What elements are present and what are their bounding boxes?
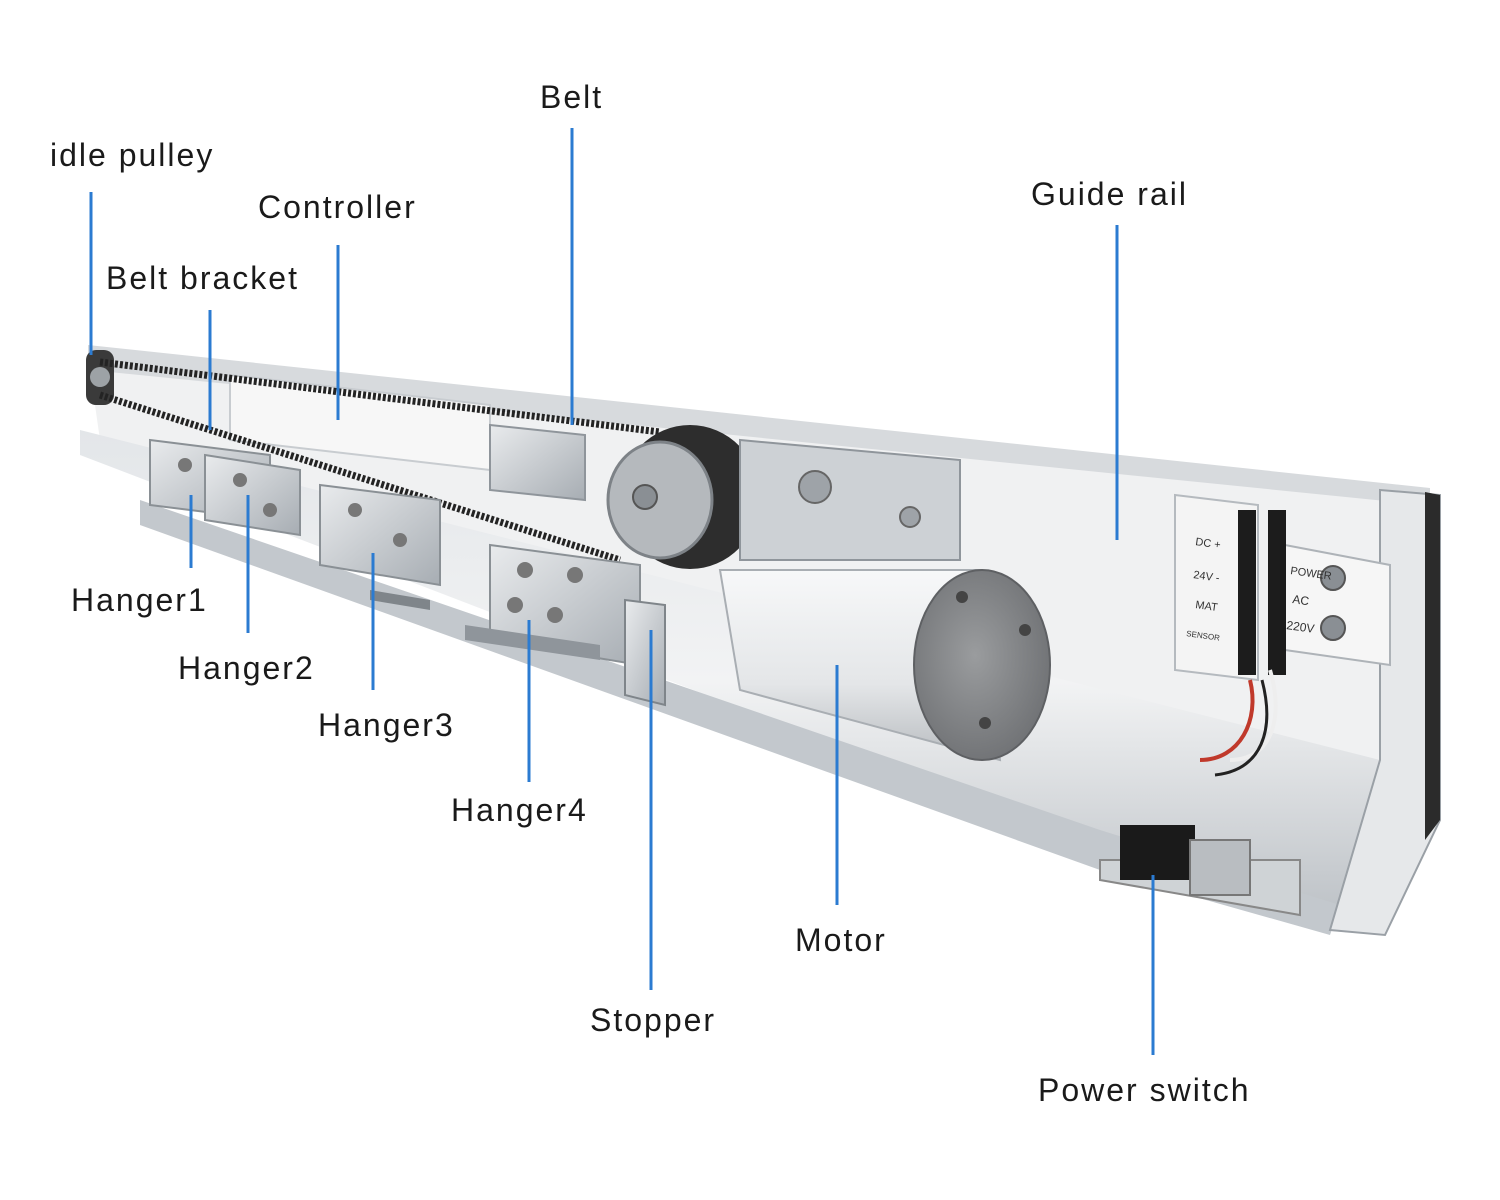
- label-belt: Belt: [540, 79, 604, 115]
- terminal-text-0: POWER: [1290, 565, 1333, 583]
- label-belt-bracket: Belt bracket: [106, 260, 299, 296]
- drive-pulley: [606, 425, 760, 569]
- label-hanger4: Hanger4: [451, 792, 588, 828]
- wire-black: [1214, 679, 1269, 777]
- stopper-shape: [624, 598, 666, 707]
- belt-upper: [99, 358, 661, 436]
- sensor-block: [1174, 493, 1259, 682]
- label-power-switch: Power switch: [1038, 1072, 1251, 1108]
- power-switch: [1099, 825, 1301, 917]
- sensor-text-0: DC +: [1195, 536, 1222, 551]
- label-controller: Controller: [258, 189, 417, 225]
- wires: [1199, 679, 1255, 762]
- label-hanger2: Hanger2: [178, 650, 315, 686]
- label-hanger3: Hanger3: [318, 707, 455, 743]
- hanger-2-shape: [204, 453, 301, 537]
- leader-lines: [89, 128, 1155, 1055]
- guide-rail-track: [140, 500, 1340, 935]
- label-idle-pulley: idle pulley: [50, 137, 215, 173]
- sensor-text-1: 24V -: [1193, 569, 1221, 585]
- gearbox: [739, 438, 961, 561]
- label-stopper: Stopper: [590, 1002, 717, 1038]
- label-motor: Motor: [795, 922, 887, 958]
- terminal-block: [1268, 510, 1391, 675]
- rail-end-cap-edge: [1425, 492, 1440, 840]
- hanger-3-shape: [319, 483, 441, 610]
- device-markings: POWER AC 220V DC + 24V - MAT SENSOR: [1186, 536, 1333, 643]
- sensor-text-2: MAT: [1195, 599, 1219, 614]
- belt-lower: [98, 391, 622, 564]
- label-guide-rail: Guide rail: [1031, 176, 1188, 212]
- wire-white: [1229, 669, 1278, 762]
- belt-bracket-block: [489, 423, 586, 502]
- terminal-text-1: AC: [1292, 592, 1311, 608]
- rail-cavity: [90, 370, 1425, 765]
- motor: [718, 569, 1051, 762]
- label-hanger1: Hanger1: [71, 582, 208, 618]
- terminal-text-2: 220V: [1286, 618, 1316, 636]
